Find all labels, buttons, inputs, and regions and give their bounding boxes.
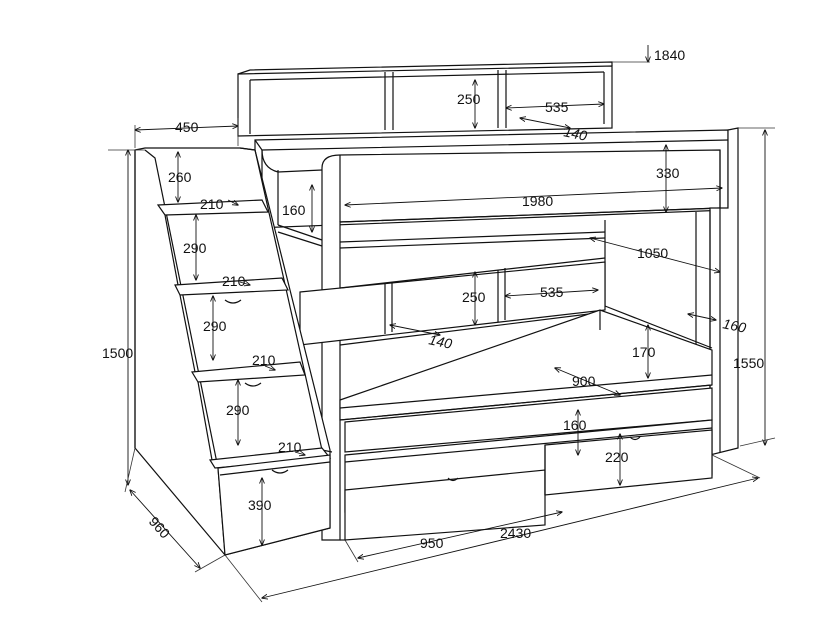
middle-shelf-unit (299, 257, 606, 346)
stair-drawer-handle-icon (224, 299, 242, 304)
dim-side-gap: 160 (721, 315, 747, 336)
dim-upper-shelf-depth: 140 (562, 123, 588, 144)
dim-drawer-height: 220 (605, 449, 629, 465)
dim-lower-guard-height: 170 (632, 344, 656, 360)
dim-stair-width: 450 (175, 119, 199, 135)
dim-upper-shelf-height: 250 (457, 91, 481, 107)
dim-bottom-drawer-height: 390 (248, 497, 272, 513)
dim-lower-shelf-width: 535 (540, 284, 564, 300)
dim-total-height: 1840 (654, 47, 685, 63)
dim-step-tread-3: 210 (252, 352, 276, 368)
dim-upper-rail-height: 160 (282, 202, 306, 218)
top-shelf-unit (237, 61, 613, 137)
dim-stair-height: 1500 (102, 345, 133, 361)
dim-upper-shelf-width: 535 (545, 99, 569, 115)
dim-bed-width: 900 (572, 373, 596, 389)
dim-lower-shelf-depth: 140 (427, 331, 453, 352)
dim-bed-length: 1980 (522, 193, 553, 209)
dim-step-tread-4: 210 (278, 439, 302, 455)
dim-depth: 960 (146, 513, 174, 541)
stair-drawer-handle-icon (244, 382, 262, 387)
dim-step-rise-2: 290 (203, 318, 227, 334)
drawer-handle-icon (629, 436, 641, 441)
dimension-labels: 1840 250 535 140 450 260 210 160 330 198… (102, 47, 764, 551)
dim-drawer-width: 950 (420, 535, 444, 551)
dim-top-guard-height: 330 (656, 165, 680, 181)
dim-total-length: 2430 (500, 525, 531, 541)
dim-step-tread-1: 210 (200, 196, 224, 212)
dim-step-rise-3: 290 (226, 402, 250, 418)
dimension-lines (108, 45, 776, 603)
dim-first-step: 260 (168, 169, 192, 185)
dim-step-rise-1: 290 (183, 240, 207, 256)
dim-lower-shelf-height: 250 (462, 289, 486, 305)
stair-drawer-handle-icon (271, 469, 289, 474)
dim-step-tread-2: 210 (222, 273, 246, 289)
dim-right-height: 1550 (733, 355, 764, 371)
dim-opening-1050: 1050 (637, 245, 668, 261)
dim-drawer-gap: 160 (563, 417, 587, 433)
